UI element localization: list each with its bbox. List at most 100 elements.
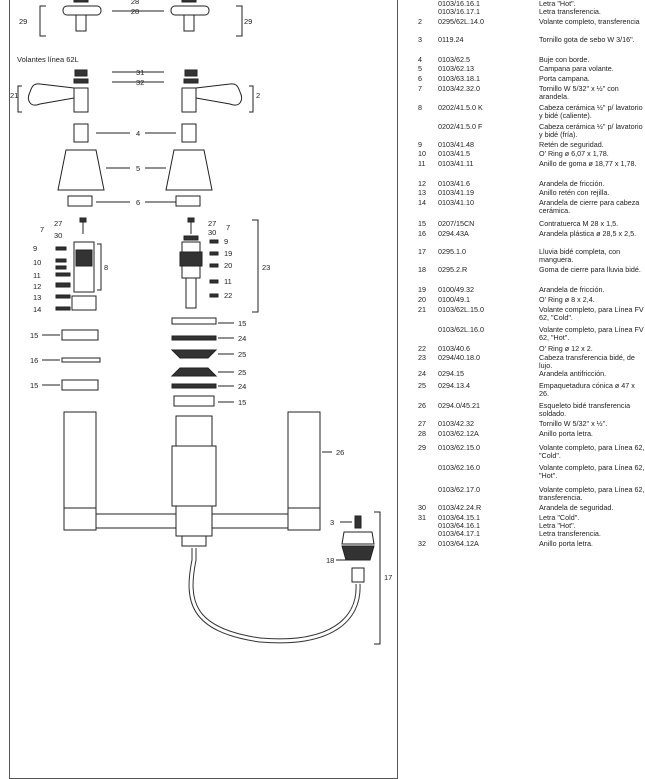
- callout-7-left: 7: [40, 225, 44, 234]
- part-description: Arandela de fricción.: [539, 285, 605, 294]
- callout-6: 6: [136, 198, 140, 207]
- part-number: 17: [418, 247, 426, 256]
- part-number: 32: [418, 539, 426, 548]
- part-number: 20: [418, 295, 426, 304]
- callout-24-bottom: 24: [238, 382, 246, 391]
- part-description: Goma de cierre para lluvia bidé.: [539, 265, 641, 274]
- part-code: 0103/41.10: [438, 198, 474, 207]
- part-number: 25: [418, 381, 426, 390]
- part-description: Letra "Cold".: [539, 513, 580, 522]
- callout-30-left: 30: [54, 231, 62, 240]
- bidet-body-skeleton: [63, 411, 321, 547]
- part-number: 10: [418, 149, 426, 158]
- part-code: 0103/41.6: [438, 179, 470, 188]
- callout-2: 2: [256, 91, 260, 100]
- part-code: 0103/41.19: [438, 188, 474, 197]
- callout-15-right-top: 15: [238, 319, 246, 328]
- bell-holder-left: [67, 195, 93, 207]
- callout-11-right: 11: [224, 277, 232, 286]
- callout-25-top: 25: [238, 350, 246, 359]
- callout-26: 26: [336, 448, 344, 457]
- part-description: Volante completo, para Línea 62, transfe…: [539, 485, 645, 503]
- callout-22-right: 22: [224, 291, 232, 300]
- part-code: 0103/64.17.1: [438, 529, 480, 538]
- part-description: Volante completo, para Línea 62, "Cold".: [539, 443, 645, 461]
- part-number: 13: [418, 188, 426, 197]
- part-description: Cabeza cerámica ½" p/ lavatorio y bidé (…: [539, 122, 643, 140]
- part-description: Letra transferencia.: [539, 7, 601, 16]
- callout-31: 31: [136, 68, 144, 77]
- part-code: 0294.0/45.21: [438, 401, 480, 410]
- bell-right: [165, 149, 213, 191]
- part-description: Letra "Hot".: [539, 0, 576, 8]
- callout-28: 28: [131, 0, 139, 6]
- bushing-right: [181, 123, 197, 143]
- part-number: 22: [418, 344, 426, 353]
- part-description: Tornillo gota de sebo W 3/16".: [539, 35, 635, 44]
- part-number: 21: [418, 305, 426, 314]
- part-description: O' Ring ø 8 x 2,4.: [539, 295, 595, 304]
- part-number: 4: [418, 55, 422, 64]
- part-description: Campana para volante.: [539, 64, 614, 73]
- part-description: Anillo porta letra.: [539, 429, 593, 438]
- part-code: 0202/41.5.0 F: [438, 122, 483, 131]
- lock-nut-left-2: [61, 379, 99, 391]
- part-code: 0119.24: [438, 35, 464, 44]
- callout-32: 32: [136, 78, 144, 87]
- part-code: 0103/41.11: [438, 159, 474, 168]
- part-number: 24: [418, 369, 426, 378]
- part-code: 0103/42.24.R: [438, 503, 482, 512]
- part-code: 0103/62.12A: [438, 429, 479, 438]
- part-number: 11: [418, 159, 426, 168]
- callout-11-left: 11: [33, 271, 41, 280]
- part-code: 0100/49.1: [438, 295, 470, 304]
- part-code: 0295/62L.14.0: [438, 17, 484, 26]
- part-code: 0207/15CN: [438, 219, 475, 228]
- callout-27-left: 27: [54, 219, 62, 228]
- part-description: Arandela de cierre para cabeza cerámica.: [539, 198, 640, 216]
- part-number: 15: [418, 219, 426, 228]
- part-description: Retén de seguridad.: [539, 140, 604, 149]
- callout-16: 16: [30, 356, 38, 365]
- part-code: 0103/64.16.1: [438, 521, 480, 530]
- part-number: 26: [418, 401, 426, 410]
- part-code: 0202/41.5.0 K: [438, 103, 483, 112]
- part-number: 30: [418, 503, 426, 512]
- exploded-view-diagram: 28 28 29 29 31 32 21 2 4 5 6 27 30 7 27 …: [10, 0, 392, 645]
- part-code: 0294.43A: [438, 229, 469, 238]
- callout-21: 21: [10, 91, 18, 100]
- part-description: Buje con borde.: [539, 55, 590, 64]
- ceramic-cartridge-left: [71, 241, 97, 311]
- lock-nut-left-1: [61, 329, 99, 341]
- part-number: 19: [418, 285, 426, 294]
- part-description: Anillo retén con rejilla.: [539, 188, 610, 197]
- callout-18: 18: [326, 556, 334, 565]
- part-description: Esqueleto bidé transferencia soldado.: [539, 401, 631, 419]
- part-description: Porta campana.: [539, 74, 590, 83]
- part-code: 0103/42.32: [438, 419, 474, 428]
- part-description: Lluvia bidé completa, con manguera.: [539, 247, 621, 265]
- callout-20-right: 20: [224, 261, 232, 270]
- callout-28: 28: [131, 7, 139, 16]
- transfer-cartridge-right: [179, 241, 203, 309]
- part-description: Volante completo, para Línea FV 62, "Col…: [539, 305, 644, 323]
- part-description: Arandela de seguridad.: [539, 503, 614, 512]
- part-number: 9: [418, 140, 422, 149]
- callout-25-bottom: 25: [238, 368, 246, 377]
- callout-14-left: 14: [33, 305, 41, 314]
- part-number: 8: [418, 103, 422, 112]
- part-code: 0103/16.17.1: [438, 7, 480, 16]
- part-code: 0294.13.4: [438, 381, 470, 390]
- callout-10-left: 10: [33, 258, 41, 267]
- callout-13-left: 13: [33, 293, 41, 302]
- part-description: Empaquetadura cónica ø 47 x 26.: [539, 381, 635, 399]
- part-code: 0103/62.13: [438, 64, 474, 73]
- bushing-left: [73, 123, 89, 143]
- part-description: Letra transferencia.: [539, 529, 601, 538]
- callout-30-right: 30: [208, 228, 216, 237]
- part-number: 23: [418, 353, 426, 362]
- part-description: Anillo de goma ø 18,77 x 1,78.: [539, 159, 637, 168]
- part-number: 7: [418, 84, 422, 93]
- part-number: 6: [418, 74, 422, 83]
- part-description: Cabeza cerámica ½" p/ lavatorio y bidé (…: [539, 103, 643, 121]
